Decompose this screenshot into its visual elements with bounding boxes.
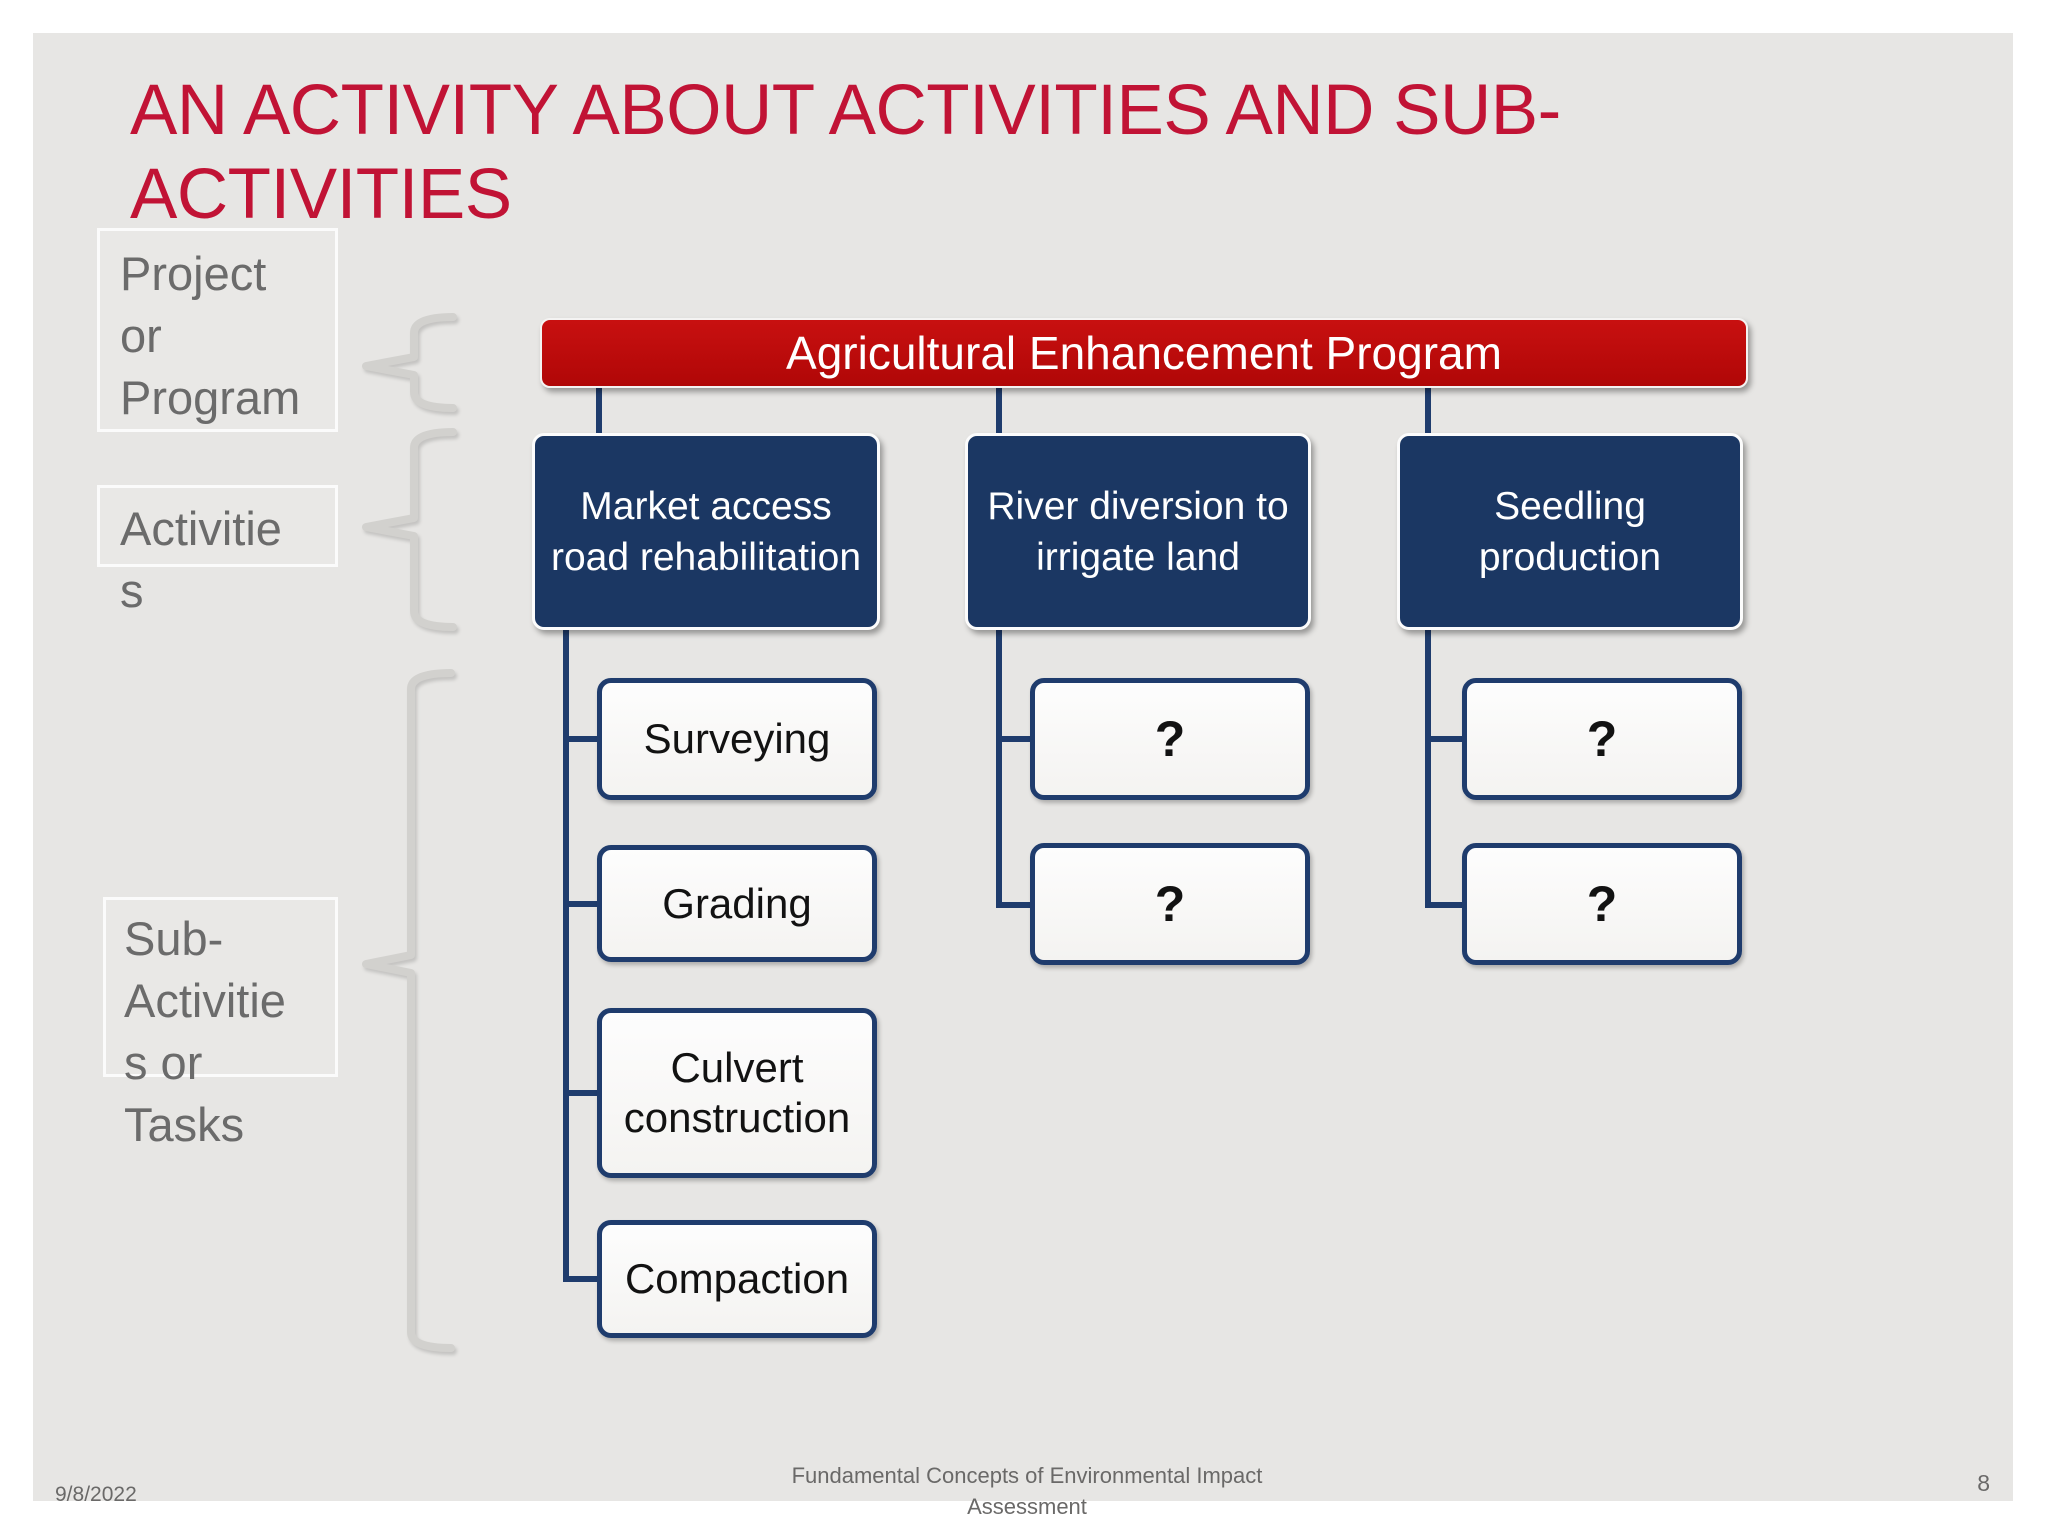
- task-node-seedling-unknown-2: ?: [1462, 843, 1742, 965]
- activity-node-1-label: Market access road rehabilitation: [550, 484, 862, 579]
- connector-branch-3-child-1: [1425, 736, 1462, 742]
- activity-node-river-diversion: River diversion to irrigate land: [965, 433, 1311, 630]
- activity-node-seedling-production: Seedling production: [1397, 433, 1743, 630]
- connector-root-to-branch-3: [1425, 386, 1431, 433]
- task-node-seedling-unknown-1-label: ?: [1586, 711, 1618, 767]
- connector-branch-1-spine: [563, 630, 569, 1282]
- side-label-activities: Activities: [97, 485, 338, 617]
- brace-program-row-icon: [362, 313, 457, 412]
- side-label-sub-activities-text: Sub-Activities or Tasks: [124, 912, 286, 1151]
- task-node-seedling-unknown-2-label: ?: [1586, 876, 1618, 932]
- root-node-program: Agricultural Enhancement Program: [540, 318, 1748, 388]
- activity-node-market-access-road-rehabilitation: Market access road rehabilitation: [532, 433, 880, 630]
- brace-subactivities-column-icon: [362, 669, 455, 1352]
- root-node-program-label: Agricultural Enhancement Program: [786, 327, 1502, 379]
- task-node-river-diversion-unknown-2-label: ?: [1154, 876, 1186, 932]
- task-node-culvert-construction: Culvert construction: [597, 1008, 877, 1178]
- task-node-river-diversion-unknown-1-label: ?: [1154, 711, 1186, 767]
- footer-presentation-title: Fundamental Concepts of Environmental Im…: [791, 1463, 1263, 1519]
- task-node-compaction-label: Compaction: [624, 1255, 850, 1302]
- task-node-river-diversion-unknown-2: ?: [1030, 843, 1310, 965]
- connector-branch-2-spine: [996, 630, 1002, 908]
- connector-branch-1-child-1: [563, 736, 597, 742]
- task-node-culvert-construction-label: Culvert construction: [623, 1044, 851, 1141]
- footer-date: 9/8/2022: [55, 1483, 137, 1506]
- connector-branch-1-child-3: [563, 1090, 597, 1096]
- brace-activities-row-icon: [362, 428, 457, 631]
- side-label-activities-text: Activities: [120, 502, 282, 617]
- connector-branch-2-child-2: [996, 902, 1030, 908]
- footer-page-number: 8: [1977, 1470, 1990, 1496]
- task-node-surveying: Surveying: [597, 678, 877, 800]
- side-label-sub-activities: Sub-Activities or Tasks: [103, 897, 338, 1151]
- activity-node-2-label: River diversion to irrigate land: [987, 484, 1289, 579]
- slide-title: AN ACTIVITY ABOUT ACTIVITIES AND SUB-ACT…: [130, 71, 1561, 234]
- connector-branch-1-child-4: [563, 1276, 597, 1282]
- task-node-grading-label: Grading: [662, 879, 812, 927]
- slide-canvas: AN ACTIVITY ABOUT ACTIVITIES AND SUB-ACT…: [33, 33, 2013, 1519]
- connector-root-to-branch-1: [596, 386, 602, 433]
- task-node-seedling-unknown-1: ?: [1462, 678, 1742, 800]
- task-node-grading: Grading: [597, 845, 877, 962]
- connector-branch-3-child-2: [1425, 902, 1462, 908]
- task-node-surveying-label: Surveying: [643, 715, 831, 762]
- connector-branch-2-child-1: [996, 736, 1030, 742]
- task-node-compaction: Compaction: [597, 1220, 877, 1338]
- connector-branch-1-child-2: [563, 901, 597, 907]
- connector-root-to-branch-2: [996, 386, 1002, 433]
- connector-branch-3-spine: [1425, 630, 1431, 908]
- side-label-project-or-program-text: Project or Program: [120, 247, 301, 424]
- activity-node-3-label: Seedling production: [1478, 484, 1662, 579]
- task-node-river-diversion-unknown-1: ?: [1030, 678, 1310, 800]
- side-label-project-or-program: Project or Program: [97, 228, 338, 432]
